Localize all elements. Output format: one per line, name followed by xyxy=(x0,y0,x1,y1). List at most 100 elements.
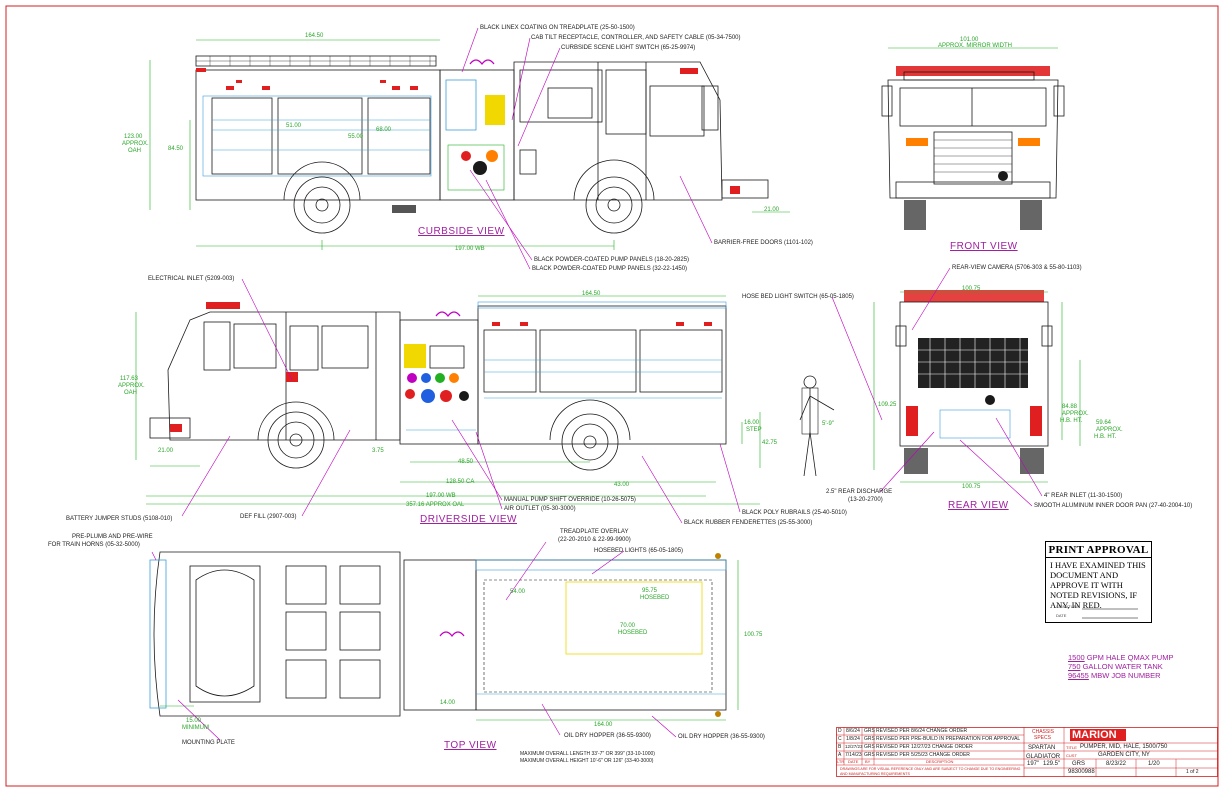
disclaimer: DRAWINGS ARE FOR VISUAL REFERENCE ONLY A… xyxy=(840,767,1021,776)
callout-pump-panels-1: BLACK POWDER-COATED PUMP PANELS (18-20-2… xyxy=(534,257,690,263)
spec-job: 96455 MBW JOB NUMBER xyxy=(1068,671,1173,680)
rev-c-date: 1/8/24 xyxy=(846,736,860,742)
spec-job-text: MBW JOB NUMBER xyxy=(1088,671,1161,680)
callout-scene-switch: CURBSIDE SCENE LIGHT SWITCH (65-25-9974) xyxy=(561,45,696,51)
top-view-drawing xyxy=(149,551,727,717)
dim-rear-hb2-approx: APPROX. xyxy=(1096,427,1123,433)
note-overall-length: MAXIMUM OVERALL LENGTH 33'-7" OR 399" (3… xyxy=(520,751,655,757)
callout-treadplate-part: (22-20-2010 & 22-99-9900) xyxy=(558,537,631,543)
dimension-lines xyxy=(135,39,1081,721)
callout-poly-rubrails: BLACK POLY RUBRAILS (25-40-5010) xyxy=(742,510,847,516)
dim-top-164: 164.00 xyxy=(594,722,613,728)
dim-drv-step: 16.00 xyxy=(744,420,760,426)
rev-head-desc: DESCRIPTION xyxy=(926,759,954,764)
dim-drv-height: 117.63 xyxy=(120,376,138,382)
rev-d-desc: REVISED PER 8/6/24 CHANGE ORDER xyxy=(876,728,968,734)
note-overall-height: MAXIMUM OVERALL HEIGHT 10'-6" OR 126" (3… xyxy=(520,758,654,764)
dim-curb-51: 51.00 xyxy=(286,123,302,129)
dim-drv-43: 43.00 xyxy=(614,482,630,488)
spec-job-value: 96455 xyxy=(1068,671,1089,680)
front-view-title: FRONT VIEW xyxy=(950,241,1018,252)
spec-notes: 1500 GPM HALE QMAX PUMP 750 GALLON WATER… xyxy=(1068,653,1173,680)
cust-value: GARDEN CITY, NY xyxy=(1098,752,1150,758)
callout-electrical-inlet: ELECTRICAL INLET (5209-003) xyxy=(148,276,235,282)
dim-curb-height: 123.00 xyxy=(124,134,143,140)
callout-treadplate: TREADPLATE OVERLAY xyxy=(560,529,629,535)
chassis-specs-label: SPECS xyxy=(1034,735,1051,741)
rear-view-title: REAR VIEW xyxy=(948,500,1009,511)
dim-top-15: 15.00 xyxy=(186,718,202,724)
dim-top-15-min: MINIMUM xyxy=(182,725,209,731)
callout-rear-camera: REAR-VIEW CAMERA (5706-303 & 55-80-1103) xyxy=(952,265,1082,271)
drawing-scale: 1/20 xyxy=(1148,761,1160,767)
rev-c-by: GRS xyxy=(864,736,875,742)
chassis-make: SPARTAN xyxy=(1028,745,1056,751)
rev-a-ltr: A xyxy=(838,752,842,758)
callout-hose-bed-switch: HOSE BED LIGHT SWITCH (65-05-1805) xyxy=(742,294,854,300)
rev-d-date: 8/6/24 xyxy=(846,728,860,734)
wheelbase: 197" xyxy=(1027,761,1040,767)
callout-inner-door-pan: SMOOTH ALUMINUM INNER DOOR PAN (27-40-20… xyxy=(1034,503,1193,509)
title-value: PUMPER, MID, HALE, 1500/750 xyxy=(1080,744,1168,750)
dim-curb-68: 68.00 xyxy=(376,127,392,133)
dim-front-width-note: APPROX. MIRROR WIDTH xyxy=(938,43,1013,49)
dim-drv-height-oah: OAH xyxy=(124,390,138,396)
callout-def-fill: DEF FILL (2907-003) xyxy=(240,514,297,520)
signature-label: SIGNATURE xyxy=(1056,604,1080,609)
date-label: DATE xyxy=(1056,613,1067,618)
dim-top-width: 100.75 xyxy=(744,632,763,638)
driverside-view-title: DRIVERSIDE VIEW xyxy=(420,514,517,525)
rev-d-by: GRS xyxy=(864,728,875,734)
cust-label: CUST xyxy=(1066,753,1077,758)
print-approval-box: PRINT APPROVAL I HAVE EXAMINED THIS DOCU… xyxy=(1045,541,1152,623)
print-approval-text: I HAVE EXAMINED THIS DOCUMENT AND APPROV… xyxy=(1050,560,1146,610)
dim-drv-4850: 48.50 xyxy=(458,459,474,465)
dim-rear-w2: 100.75 xyxy=(962,484,981,490)
rev-b-date: 12/27/23 xyxy=(845,744,863,749)
rev-b-ltr: B xyxy=(838,744,842,750)
callout-pump-panels-2: BLACK POWDER-COATED PUMP PANELS (32-22-1… xyxy=(532,266,688,272)
drawn-by: GRS xyxy=(1072,761,1086,767)
callout-rear-inlet: 4" REAR INLET (11-30-1500) xyxy=(1044,493,1123,499)
rev-head-by: BY xyxy=(865,759,871,764)
dim-curb-height-approx: APPROX. xyxy=(122,141,149,147)
rev-a-date: 7/14/23 xyxy=(845,752,862,758)
callout-cab-tilt: CAB TILT RECEPTACLE, CONTROLLER, AND SAF… xyxy=(531,35,741,41)
callout-linex: BLACK LINEX COATING ON TREADPLATE (25-50… xyxy=(480,25,635,31)
spec-tank-text: GALLON WATER TANK xyxy=(1080,662,1163,671)
dim-rear-109: 109.25 xyxy=(878,402,897,408)
dim-drv-375: 3.75 xyxy=(372,448,384,454)
curbside-view-drawing xyxy=(195,55,769,234)
dim-rear-hb-ht: H.B. HT. xyxy=(1060,418,1083,424)
signature-lines xyxy=(1082,608,1138,619)
dim-curb-len: 164.50 xyxy=(305,33,324,39)
rear-view-drawing xyxy=(895,290,1053,474)
curbside-view-title: CURBSIDE VIEW xyxy=(418,226,505,237)
rev-c-ltr: C xyxy=(838,736,842,742)
dim-rear-hb2-ht: H.B. HT. xyxy=(1094,434,1117,440)
chassis-label: CHASSIS xyxy=(1032,729,1054,735)
dim-rear-hb2: 59.64 xyxy=(1096,420,1112,426)
spec-tank: 750 GALLON WATER TANK xyxy=(1068,662,1173,671)
dim-drv-len: 164.50 xyxy=(582,291,601,297)
callout-mounting-plate: MOUNTING PLATE xyxy=(182,740,235,746)
dim-curb-wb: 197.00 WB xyxy=(455,246,485,252)
rev-b-desc: REVISED PER 12/27/23 CHANGE ORDER xyxy=(876,744,973,750)
spec-pump: 1500 GPM HALE QMAX PUMP xyxy=(1068,653,1173,662)
print-approval-title: PRINT APPROVAL xyxy=(1046,542,1151,558)
callout-pre-plumb-part: FOR TRAIN HORNS (05-32-5000) xyxy=(48,542,140,548)
dim-curb-84: 84.50 xyxy=(168,146,184,152)
callout-manual-shift: MANUAL PUMP SHIFT OVERRIDE (10-26-5075) xyxy=(504,497,636,503)
callout-hosebed-lights: HOSEBED LIGHTS (65-05-1805) xyxy=(594,548,684,554)
callout-air-outlet: AIR OUTLET (05-30-3000) xyxy=(504,506,576,512)
dim-drv-person: 5'-9" xyxy=(822,421,834,427)
dim-top-hosebed2-label: HOSEBED xyxy=(618,630,648,636)
dim-drv-step-label: STEP xyxy=(746,427,762,433)
dim-curb-55: 55.00 xyxy=(348,134,364,140)
dim-drv-height-approx: APPROX. xyxy=(118,383,145,389)
dim-top-14: 14.00 xyxy=(440,700,456,706)
title-label: TITLE xyxy=(1066,745,1077,750)
dim-top-hosebed1-label: HOSEBED xyxy=(640,595,670,601)
dim-drv-4275: 42.75 xyxy=(762,440,778,446)
spec-pump-text: GPM HALE QMAX PUMP xyxy=(1084,653,1174,662)
